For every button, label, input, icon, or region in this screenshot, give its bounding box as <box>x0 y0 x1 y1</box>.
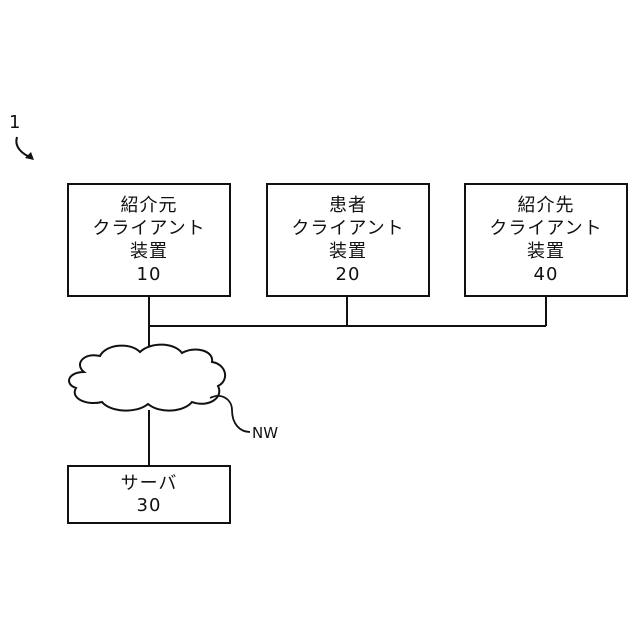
box-line-1: 紹介先 <box>518 194 575 217</box>
network-label: NW <box>252 424 278 442</box>
system-reference-number: 1 <box>9 112 20 133</box>
box-line-1: 患者 <box>329 194 367 217</box>
box-line-1: 紹介元 <box>121 194 178 217</box>
box-number: 40 <box>534 263 559 286</box>
box-line-2: クライアント <box>291 217 404 240</box>
server-box: サーバ 30 <box>67 465 231 524</box>
box-line-3: 装置 <box>527 240 565 263</box>
referrer-client-device-box: 紹介元 クライアント 装置 10 <box>67 183 231 297</box>
network-label-leader <box>210 396 250 432</box>
patient-client-device-box: 患者 クライアント 装置 20 <box>266 183 430 297</box>
box-number: 10 <box>137 263 162 286</box>
box-number: 20 <box>336 263 361 286</box>
referee-client-device-box: 紹介先 クライアント 装置 40 <box>464 183 628 297</box>
box-line-1: サーバ <box>121 473 178 495</box>
box-line-2: クライアント <box>489 217 602 240</box>
box-line-2: クライアント <box>92 217 205 240</box>
network-cloud <box>69 345 225 411</box>
box-line-3: 装置 <box>329 240 367 263</box>
box-line-3: 装置 <box>130 240 168 263</box>
box-number: 30 <box>137 495 162 517</box>
